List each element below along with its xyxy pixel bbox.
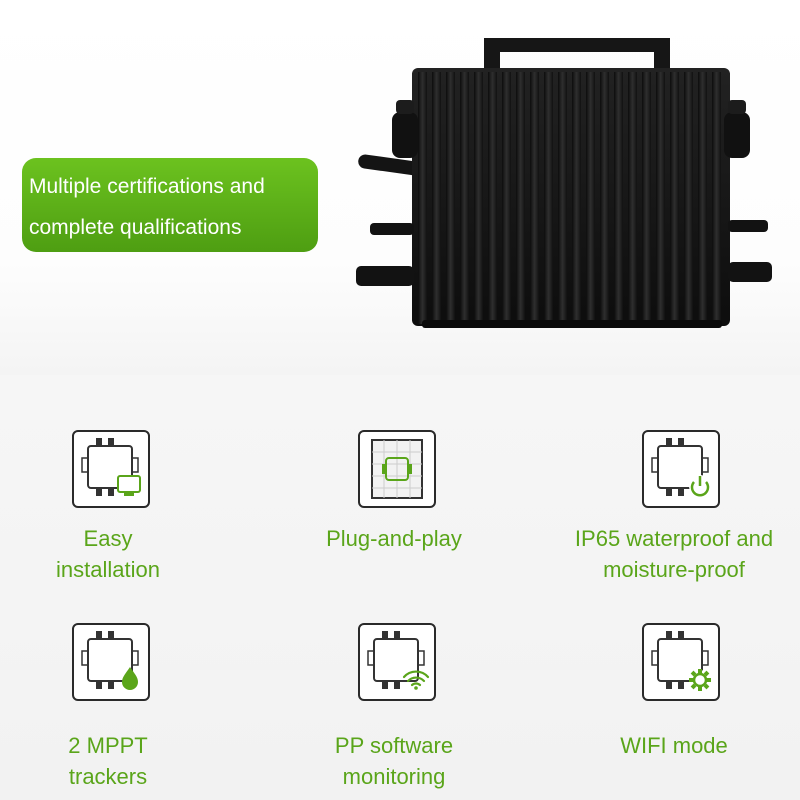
feature-plug-and-play-label: Plug-and-play — [326, 526, 462, 551]
feature-mppt — [0, 623, 228, 793]
inverter-power-icon — [642, 430, 720, 508]
banner-line-2: complete qualifications — [29, 216, 242, 239]
feature-ip65-label: IP65 waterproof and moisture-proof — [574, 526, 774, 582]
inverter-water-drop-icon — [72, 623, 150, 701]
banner-line-1: Multiple certifications and — [29, 175, 265, 198]
feature-easy-installation-label: Easy installation — [56, 526, 160, 582]
inverter-wifi-icon — [358, 623, 436, 701]
certifications-banner: Multiple certifications and complete qua… — [22, 158, 318, 252]
inverter-monitor-icon — [72, 430, 150, 508]
features-section: Easy installation Plug-and-play — [0, 375, 800, 800]
feature-pp-software-label: PP software monitoring — [334, 733, 454, 789]
microinverter-image — [356, 38, 772, 328]
feature-mppt-label: 2 MPPT trackers — [68, 733, 148, 789]
feature-wifi-mode-label: WIFI mode — [620, 733, 728, 758]
feature-easy-installation — [0, 430, 228, 600]
hero-section: Multiple certifications and complete qua… — [0, 0, 800, 375]
inverter-gear-icon — [642, 623, 720, 701]
feature-plug-and-play — [274, 430, 514, 600]
feature-ip65 — [558, 430, 798, 600]
solar-panel-plug-icon — [358, 430, 436, 508]
feature-wifi-mode — [558, 623, 798, 793]
feature-pp-software — [274, 623, 514, 793]
